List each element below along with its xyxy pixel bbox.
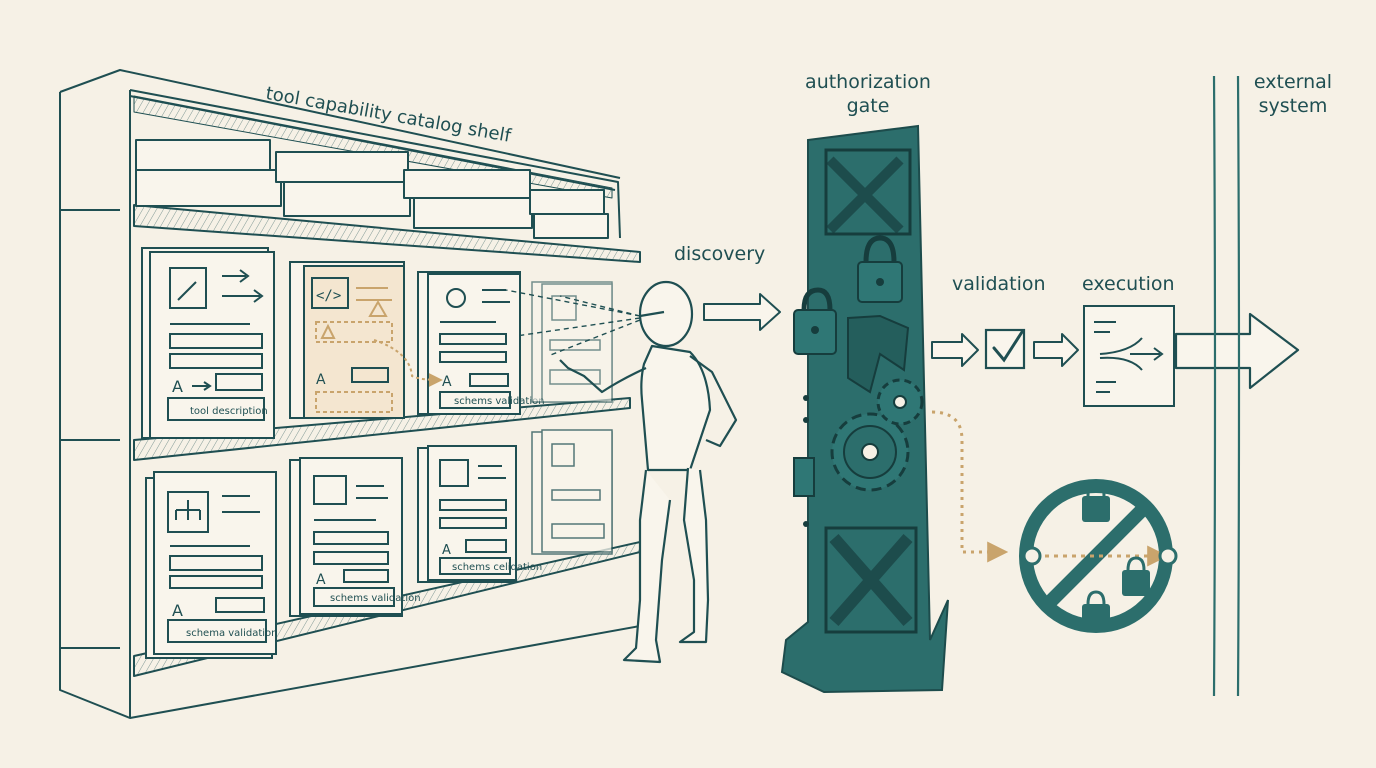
tool-card-faded[interactable] [531, 281, 613, 403]
svg-text:A: A [442, 543, 451, 558]
tool-card-wrench[interactable]: A [141, 247, 275, 439]
validation-checkbox [984, 328, 1026, 370]
label-execution: execution [1082, 273, 1175, 295]
gaze-lines [505, 289, 641, 357]
tag-tool-description: tool description [190, 406, 268, 417]
tool-card-far-right[interactable] [531, 429, 613, 555]
tag-schema-validation-mid-bottom: schems validation [330, 593, 421, 604]
gear-small-icon [876, 378, 924, 426]
padlock-top-icon [857, 235, 903, 303]
tag-schema-validation-top: schems validation [454, 396, 545, 407]
arrow-to-execution [1033, 333, 1079, 367]
svg-text:A: A [442, 374, 452, 390]
padlock-blocked-3-icon [1082, 590, 1110, 630]
label-external-line1: external [1253, 71, 1333, 93]
tag-schema-validation-bottom: schema validation [186, 628, 277, 639]
blocked-circle-icon [1019, 479, 1178, 633]
label-external-system: external system [1250, 70, 1336, 118]
highlight-path [373, 339, 443, 387]
padlock-left-icon [793, 287, 837, 355]
label-validation: validation [952, 273, 1046, 295]
denied-path [931, 410, 1009, 563]
label-authorization-gate: authorization gate [798, 70, 938, 118]
tool-card-layers[interactable]: A [289, 457, 403, 617]
arrow-to-validation [931, 333, 979, 367]
svg-text:A: A [172, 377, 183, 396]
padlock-blocked-2-icon [1122, 556, 1150, 596]
arrow-to-external [1174, 312, 1300, 390]
tool-card-code-warning[interactable]: </> A [289, 261, 405, 419]
authorization-gate [780, 124, 949, 694]
agent-figure [559, 280, 738, 664]
label-discovery: discovery [674, 243, 766, 265]
label-authorization-line1: authorization [805, 71, 931, 93]
tool-card-gear[interactable]: A [417, 271, 521, 415]
tag-schema-validation-right-bottom: schems celidation [452, 562, 542, 573]
svg-text:</>: </> [316, 288, 341, 304]
discovery-arrow [703, 293, 781, 331]
label-external-line2: system [1258, 95, 1328, 117]
svg-text:A: A [316, 372, 326, 388]
execution-box [1083, 305, 1175, 407]
padlock-blocked-1-icon [1082, 480, 1110, 522]
external-boundary [1212, 75, 1241, 697]
tool-card-flask[interactable]: A [417, 445, 517, 583]
label-authorization-line2: gate [846, 95, 890, 117]
svg-text:A: A [172, 601, 183, 620]
gear-large-icon [830, 412, 910, 492]
svg-text:A: A [316, 572, 326, 588]
tool-card-hierarchy[interactable]: A [145, 471, 277, 659]
